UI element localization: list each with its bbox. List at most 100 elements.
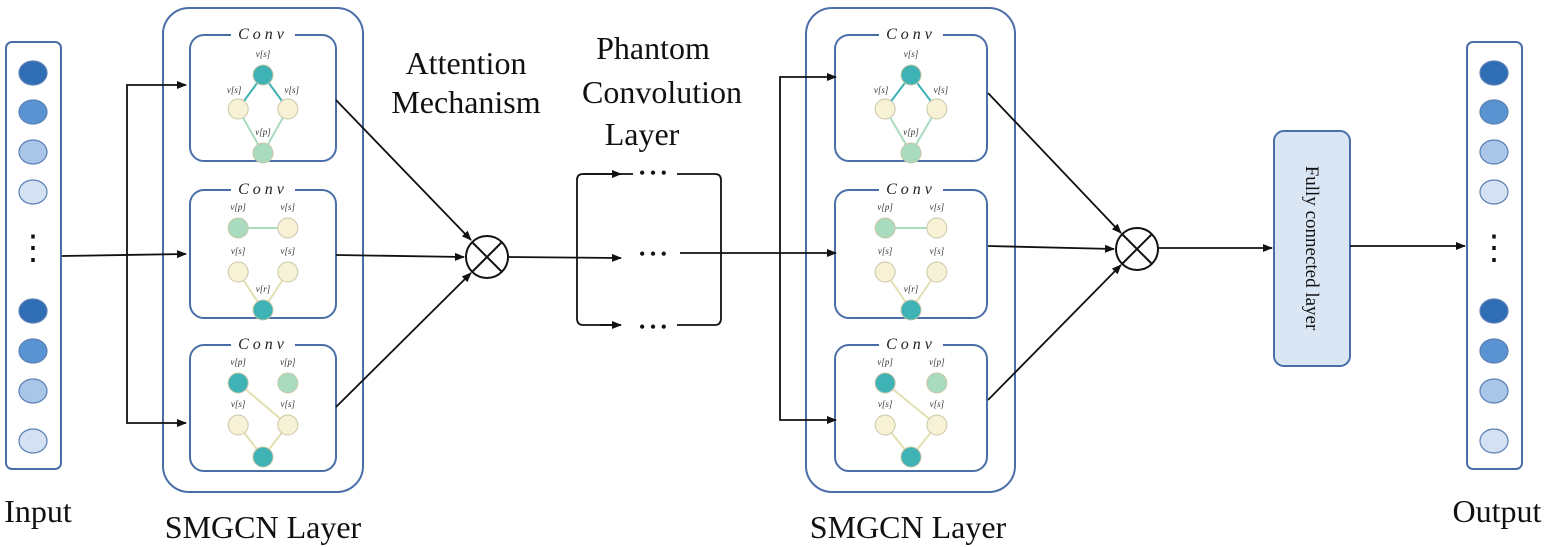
graph-edge [237,382,289,426]
graph-node-label: v[p] [877,202,893,212]
output-node [1479,60,1509,86]
graph-node [926,261,948,283]
output-node [1479,99,1509,125]
graph-node [900,142,922,164]
conv-block-frame [189,189,337,319]
graph-node-label: v[s] [878,399,893,409]
graph-node-label: v[r] [256,284,271,294]
output-column: ⋮ Output [1453,41,1542,529]
conv-title-bg [879,335,943,353]
graph-node-label: v[s] [256,49,271,59]
graph-node [227,372,249,394]
conv-title: Conv [238,181,288,198]
smgcn-left-label: SMGCN Layer [165,509,362,545]
graph-node [874,372,896,394]
graph-node [926,98,948,120]
conv-blocks: Conv v[s] v[s] v[s] v[p] Conv v[p] v[s] v[s] v[s]… [189,25,988,472]
input-node [18,428,48,454]
arrow-conv-r-middle-to-multiply [987,244,1115,253]
graph-node [277,98,299,120]
conv-title-bg [231,180,295,198]
output-ellipsis: ⋮ [1477,230,1511,267]
attention-mechanism-label: Attention Mechanism [391,45,540,120]
graph-node [252,64,274,86]
arrow-conv-r-top-to-multiply [987,92,1122,234]
graph-node [900,299,922,321]
graph-node [252,446,274,468]
graph-node-label: v[s] [904,49,919,59]
graph-node [227,261,249,283]
arrow-multiply-to-phantom [507,253,622,262]
graph-node-label: v[s] [285,85,300,95]
graph-node-label: v[s] [930,202,945,212]
graph-node [900,64,922,86]
input-node [18,179,48,205]
graph-node-label: v[s] [934,85,949,95]
multiply-node-left [465,235,509,279]
graph-node [227,414,249,436]
graph-node [874,217,896,239]
conv-title: Conv [238,336,288,353]
graph-node-label: v[s] [930,246,945,256]
input-node [18,298,48,324]
conv-title: Conv [886,181,936,198]
graph-node-label: v[p] [280,357,296,367]
phantom-dots-bottom: • • • [639,317,667,337]
phantom-line-2: Convolution [582,74,742,110]
graph-node [277,414,299,436]
input-column: ⋮ Input [4,41,72,529]
graph-node [926,372,948,394]
arrow-input-to-conv-top [126,81,187,254]
input-ellipsis: ⋮ [16,230,50,267]
fully-connected-label: Fully connected layer [1301,166,1322,331]
output-node [1479,179,1509,205]
input-node [18,60,48,86]
graph-node-label: v[s] [281,202,296,212]
conv-title: Conv [886,26,936,43]
conv-title: Conv [238,26,288,43]
arrow-input-to-conv-bottom [126,254,187,427]
phantom-line-1: Phantom [596,30,710,66]
arrow-conv-r-bottom-to-multiply [987,264,1122,401]
multiply-cross-right-b [1121,233,1153,265]
graph-node-label: v[p] [877,357,893,367]
output-node [1479,378,1509,404]
graph-node [874,261,896,283]
graph-node-label: v[s] [231,246,246,256]
phantom-dots-top: • • • [639,163,667,183]
arrow-input-to-conv-middle [61,250,187,259]
phantom-branch-left [576,173,633,326]
output-node [1479,298,1509,324]
output-label: Output [1453,493,1542,529]
arrow-conv-top-to-multiply [335,99,472,241]
conv-title: Conv [886,336,936,353]
input-node [18,378,48,404]
input-node [18,139,48,165]
graph-node [277,261,299,283]
smgcn-right-label: SMGCN Layer [810,509,1007,545]
graph-node [227,98,249,120]
graph-node-label: v[p] [903,127,919,137]
graph-node [277,372,299,394]
input-nodes [18,60,48,454]
attention-line-1: Attention [406,45,527,81]
conv-block-frame [834,189,988,319]
arrow-phantom-to-conv-top [779,73,837,253]
graph-node [900,446,922,468]
conv-title-bg [879,25,943,43]
phantom-dots-middle: • • • [639,244,667,264]
multiply-cross-left-b [471,241,503,273]
graph-node [252,142,274,164]
multiply-node-right [1115,227,1159,271]
input-node [18,338,48,364]
output-nodes [1479,60,1509,454]
phantom-convolution-label: Phantom Convolution Layer [582,30,742,152]
fully-connected-layer: Fully connected layer [1273,130,1351,367]
conv-title-bg [231,25,295,43]
phantom-dots: • • • • • • • • • [639,163,667,337]
